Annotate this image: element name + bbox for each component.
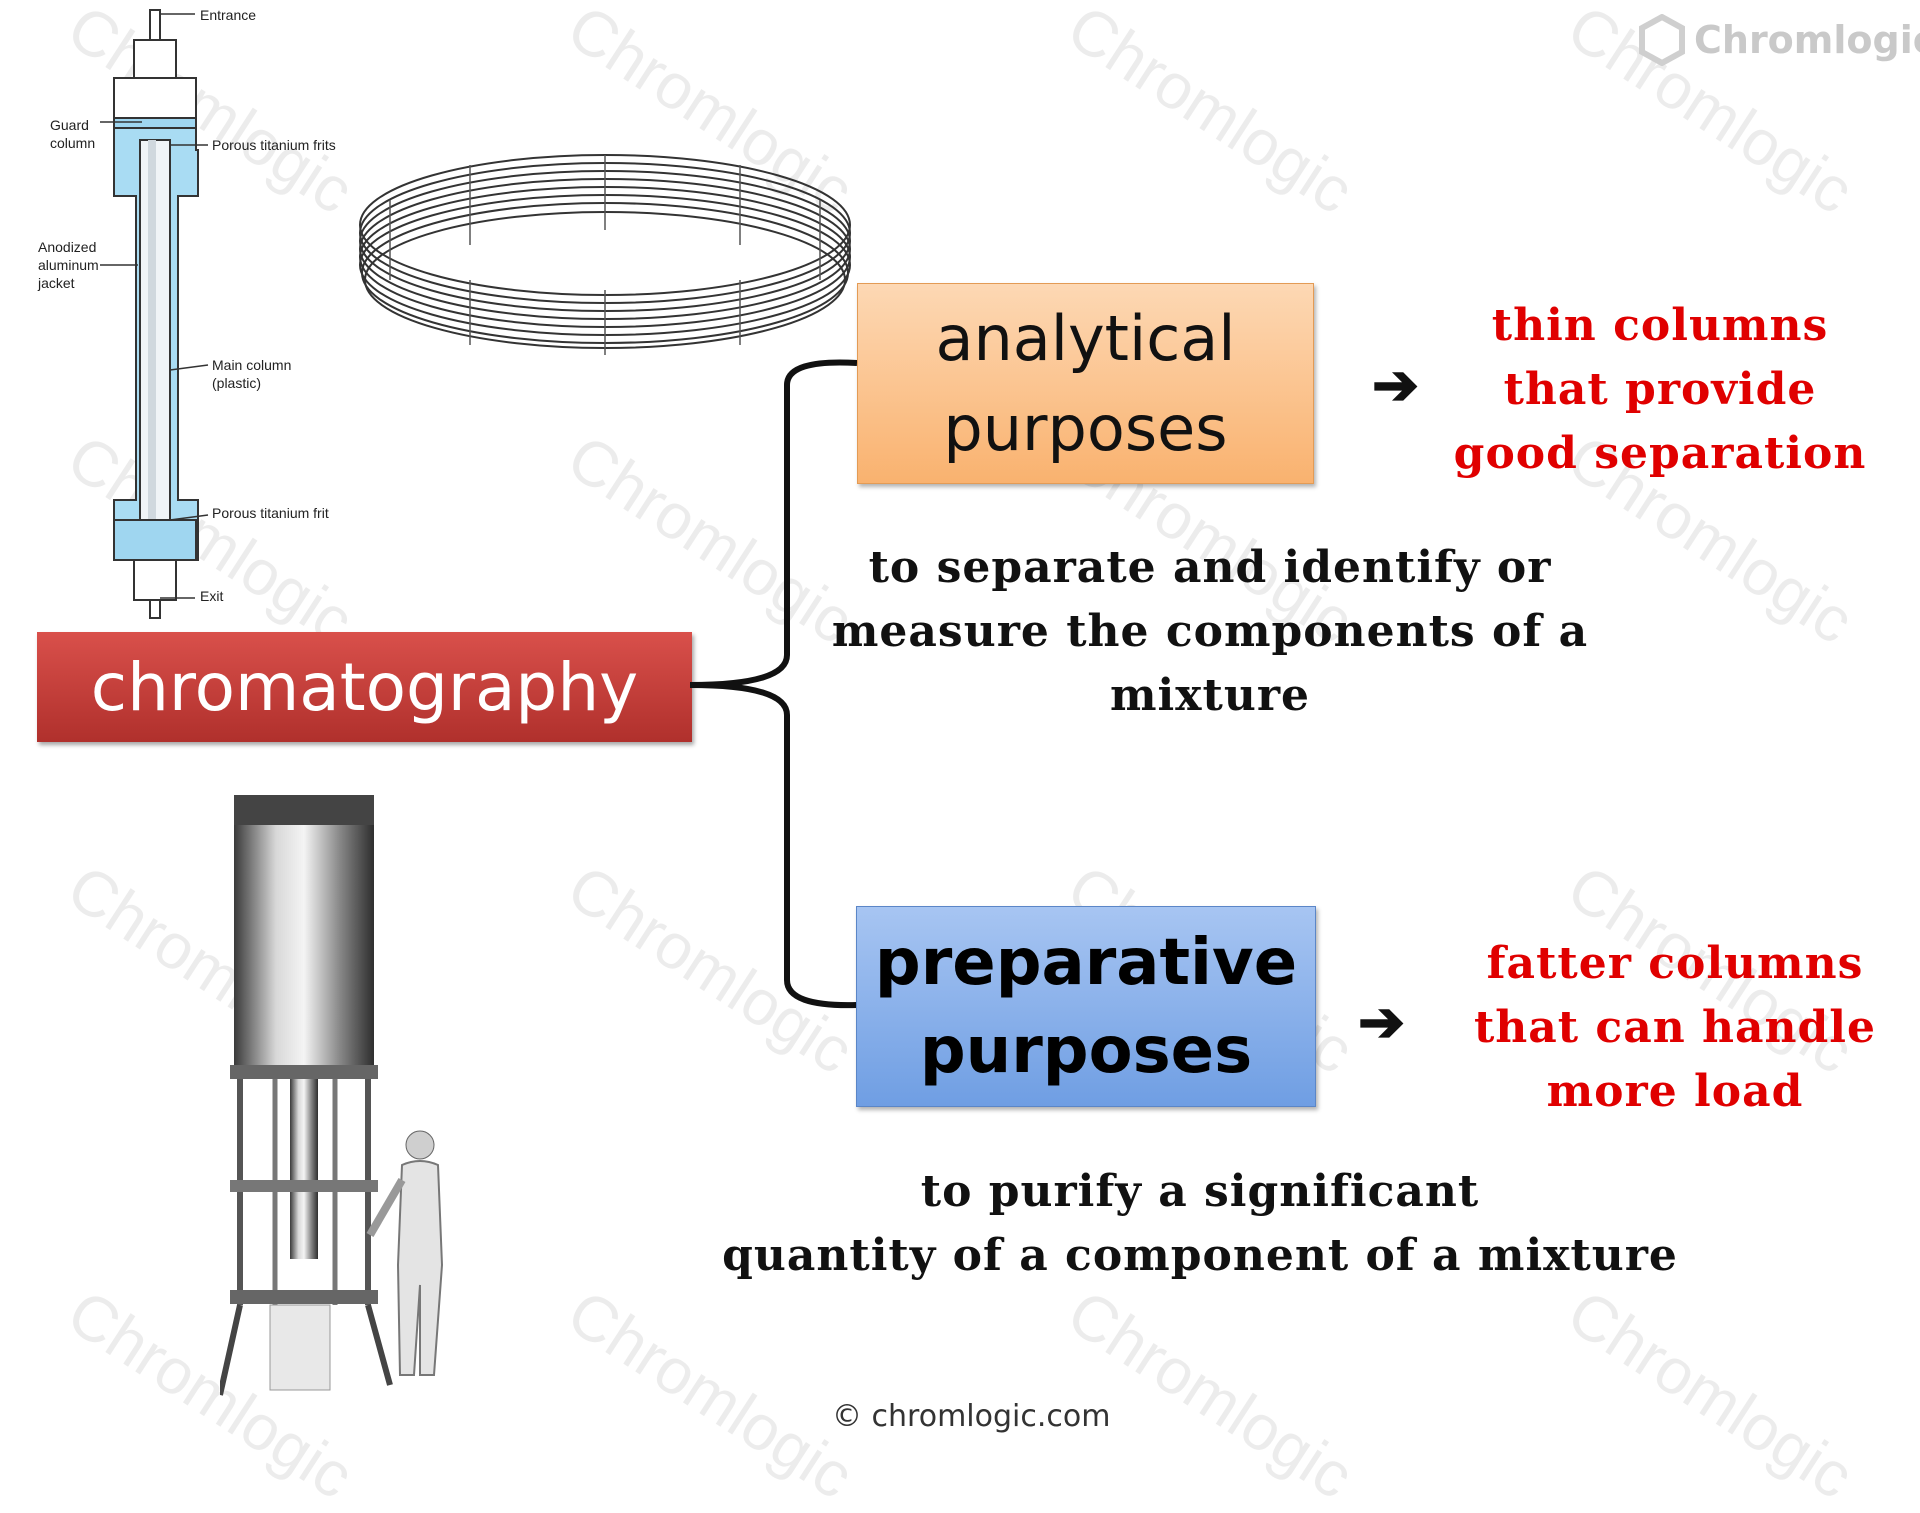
preparative-result-line3: more load xyxy=(1546,1066,1804,1117)
preparative-description: to purify a significant quantity of a co… xyxy=(720,1160,1680,1288)
analytical-result-line1: thin columns xyxy=(1491,300,1829,351)
analytical-result: thin columns that provide good separatio… xyxy=(1430,294,1890,486)
label-porous-frits: Porous titanium frits xyxy=(212,137,336,153)
watermark: Chromlogic xyxy=(1055,1275,1366,1513)
preparative-column-image xyxy=(220,795,444,1396)
analytical-line1: analytical xyxy=(935,301,1236,375)
arrow-right-icon: ➔ xyxy=(1358,990,1405,1053)
analytical-result-line2: that provide xyxy=(1503,364,1817,415)
watermark: Chromlogic xyxy=(555,1275,866,1513)
label-entrance: Entrance xyxy=(200,7,257,23)
analytical-desc-line1: to separate and identify or xyxy=(868,542,1552,593)
analytical-result-line3: good separation xyxy=(1453,428,1867,479)
label-exit: Exit xyxy=(200,588,224,604)
preparative-purposes-box: preparative purposes xyxy=(856,906,1316,1107)
watermark: Chromlogic xyxy=(1055,0,1366,228)
preparative-desc-line2: quantity of a component of a mixture xyxy=(722,1230,1678,1281)
preparative-line2: purposes xyxy=(919,1013,1253,1088)
analytical-purposes-box: analytical purposes xyxy=(857,283,1314,484)
label-jacket: Anodized aluminum jacket xyxy=(38,239,99,291)
analytical-line2: purposes xyxy=(943,391,1228,465)
label-main-column: Main column (plastic) xyxy=(212,357,292,391)
preparative-result-line1: fatter columns xyxy=(1486,938,1864,989)
preparative-result-line2: that can handle xyxy=(1473,1002,1877,1053)
preparative-desc-line1: to purify a significant xyxy=(920,1166,1480,1217)
hexagon-icon xyxy=(1639,14,1685,66)
brand-logo: Chromlogic xyxy=(1638,14,1920,66)
copyright: © chromlogic.com xyxy=(832,1399,1111,1434)
chromatography-box: chromatography xyxy=(37,632,692,742)
chromatography-label: chromatography xyxy=(90,648,639,726)
preparative-result: fatter columns that can handle more load xyxy=(1440,932,1910,1124)
arrow-right-icon: ➔ xyxy=(1372,353,1419,416)
label-guard-column: Guard column xyxy=(50,117,96,151)
coiled-column-image xyxy=(359,154,851,355)
hplc-column-diagram xyxy=(100,9,209,619)
preparative-line1: preparative xyxy=(874,925,1298,1000)
brace-connector xyxy=(689,359,858,1009)
logo-text: Chromlogic xyxy=(1694,18,1920,62)
label-porous-frit: Porous titanium frit xyxy=(212,505,329,521)
watermark: Chromlogic xyxy=(1555,1275,1866,1513)
analytical-description: to separate and identify or measure the … xyxy=(760,536,1660,728)
analytical-desc-line2: measure the components of a mixture xyxy=(831,606,1589,721)
